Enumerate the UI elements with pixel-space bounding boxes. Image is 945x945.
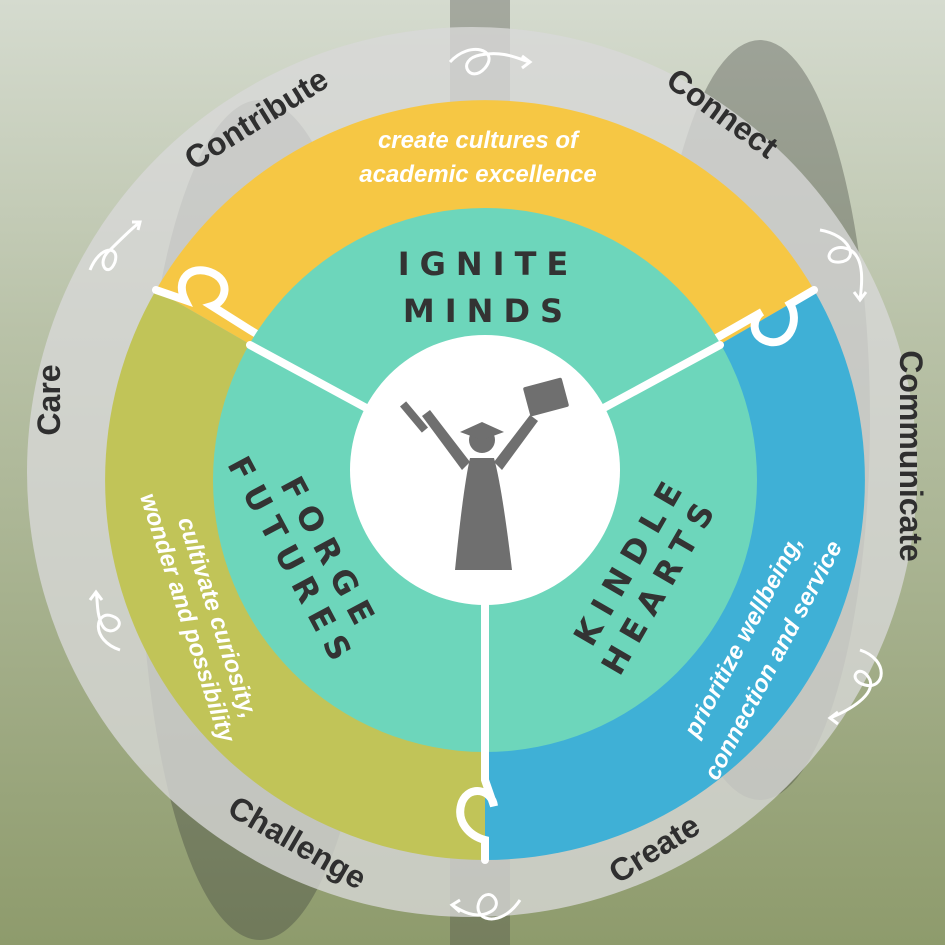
ring-word-communicate: Communicate: [893, 350, 929, 562]
pillar-dividers: [246, 341, 724, 756]
pillar-ignite: IGNITE: [398, 245, 579, 283]
top-text-line2: academic excellence: [359, 161, 597, 188]
loop-arrow-icon: [88, 220, 142, 271]
loop-arrow-icon: [819, 228, 868, 303]
top-text-line1: create cultures of: [378, 127, 580, 154]
pillar-minds: MINDS: [403, 292, 573, 330]
graduate-icon: [400, 377, 569, 570]
loop-arrow-icon: [448, 47, 533, 76]
puzzle-separators: [152, 266, 818, 864]
loop-arrow-icon: [88, 589, 121, 652]
ring-word-care: Care: [31, 364, 67, 435]
loop-arrows: [88, 47, 883, 921]
loop-arrow-icon: [449, 893, 522, 921]
loop-arrow-icon: [827, 648, 883, 726]
